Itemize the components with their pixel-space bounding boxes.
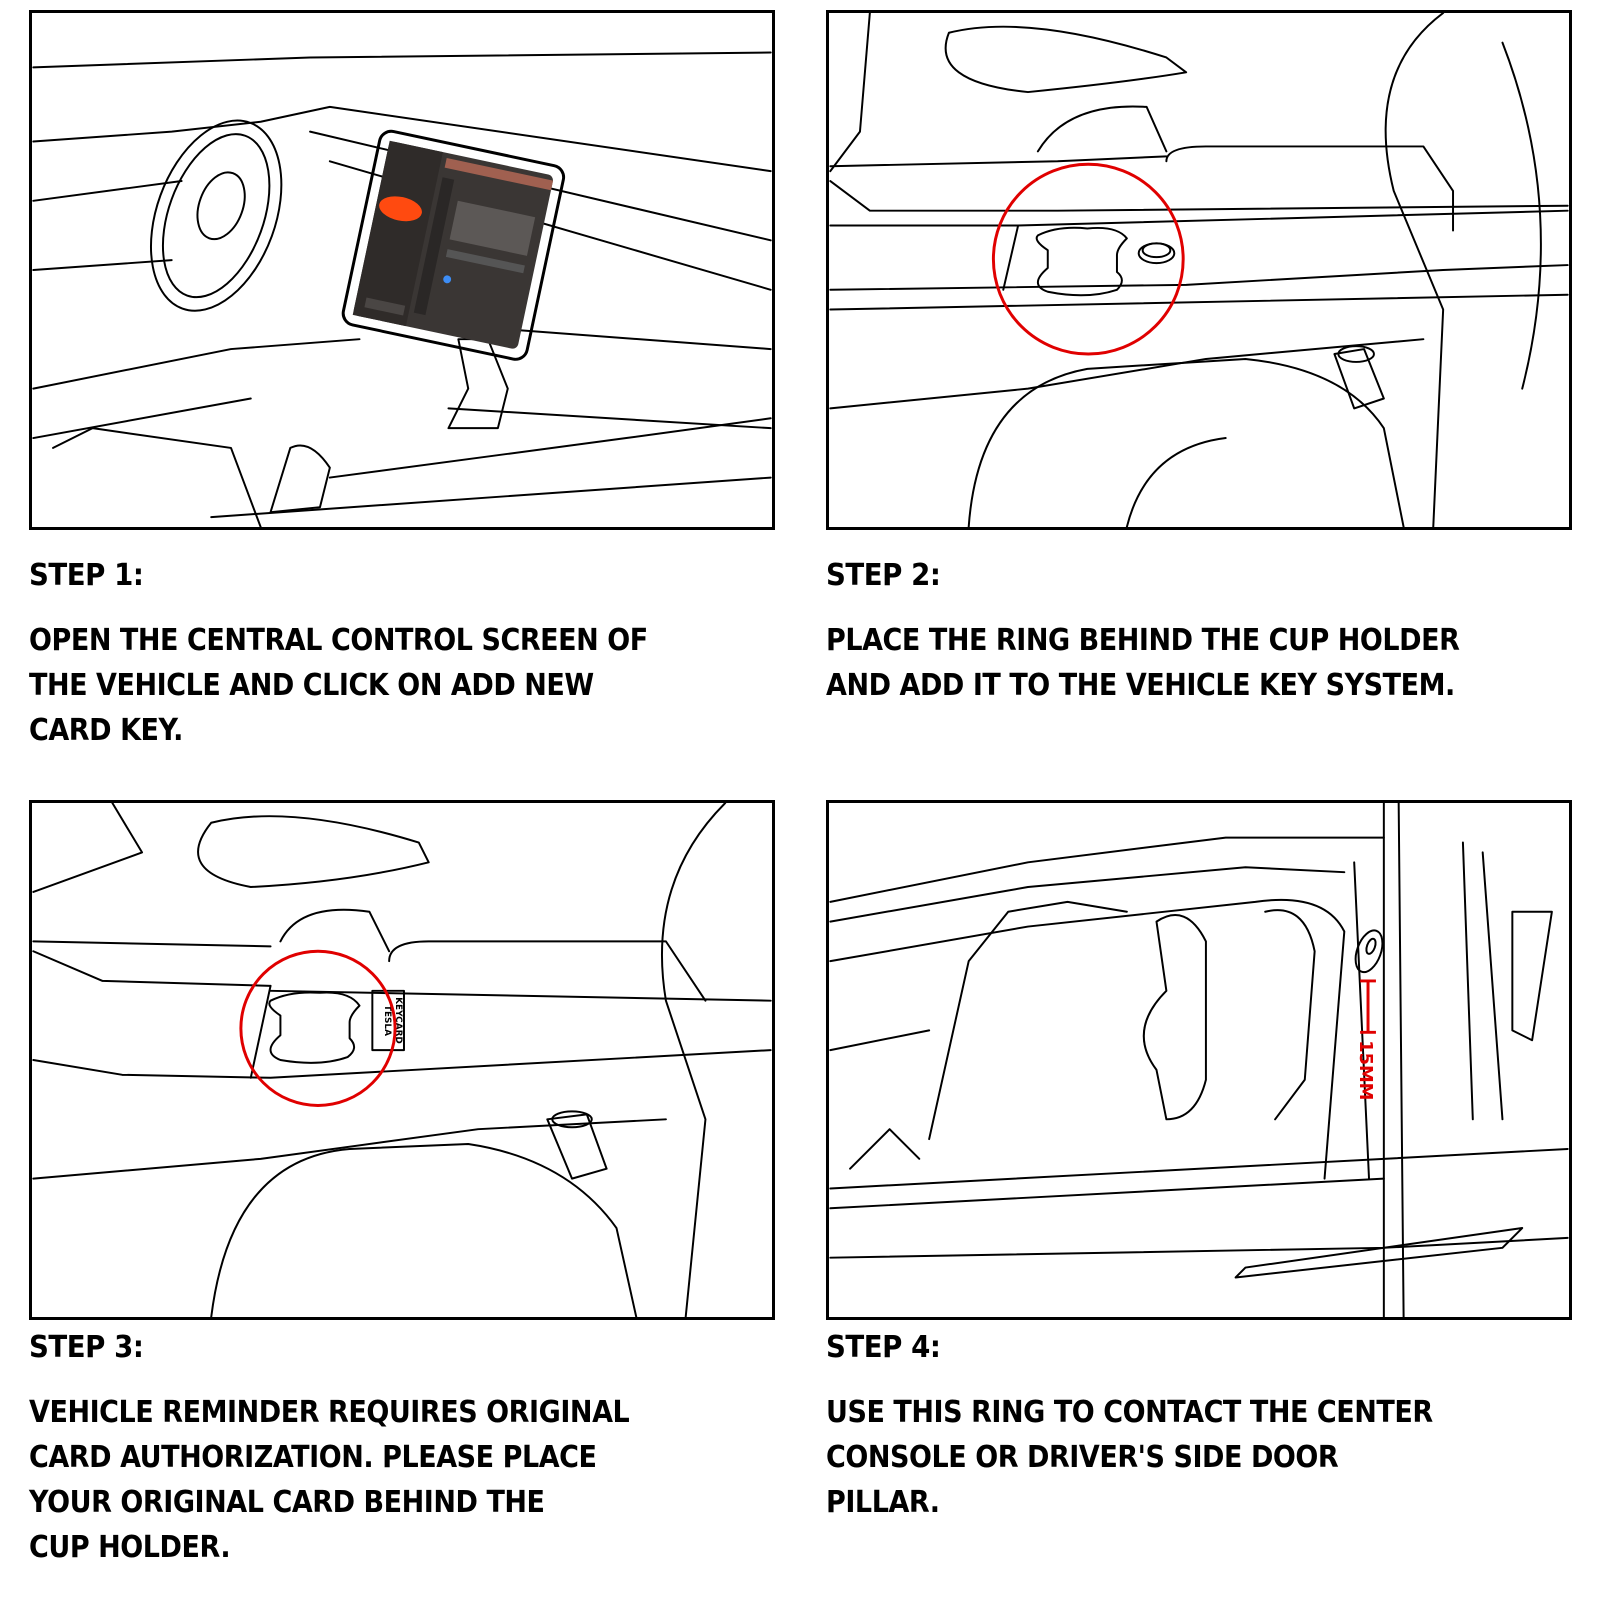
- step-2-description: PLACE THE RING BEHIND THE CUP HOLDER AND…: [826, 623, 1460, 703]
- step-4-title: STEP 4:: [826, 1330, 941, 1365]
- highlight-circle: [991, 162, 1185, 356]
- measurement-bracket: [1360, 979, 1376, 1034]
- step-3-description: VEHICLE REMINDER REQUIRES ORIGINAL CARD …: [29, 1395, 630, 1565]
- keycard-label-line2: KEYCARD: [393, 997, 403, 1044]
- step-3-title: STEP 3:: [29, 1330, 144, 1365]
- door-pillar-line-drawing: 15MM: [829, 803, 1569, 1317]
- step-4-illustration: 15MM: [826, 800, 1572, 1320]
- keycard-icon: [371, 989, 405, 1052]
- measurement-label: 15MM: [1355, 1040, 1376, 1100]
- step-1-title: STEP 1:: [29, 558, 144, 593]
- step-3-illustration: TESLA KEYCARD: [29, 800, 775, 1320]
- console-line-drawing: [829, 13, 1569, 527]
- center-touchscreen: [341, 129, 566, 361]
- step-1-description: OPEN THE CENTRAL CONTROL SCREEN OF THE V…: [29, 623, 648, 748]
- keycard-label-line1: TESLA: [382, 1005, 392, 1036]
- step-2-illustration: [826, 10, 1572, 530]
- step-1-illustration: [29, 10, 775, 530]
- highlight-circle: [239, 949, 397, 1107]
- step-4-description: USE THIS RING TO CONTACT THE CENTER CONS…: [826, 1395, 1433, 1520]
- dashboard-line-drawing: [32, 51, 772, 527]
- console-keycard-line-drawing: TESLA KEYCARD: [32, 803, 772, 1317]
- step-2-title: STEP 2:: [826, 558, 941, 593]
- ring-icon: [1354, 929, 1384, 974]
